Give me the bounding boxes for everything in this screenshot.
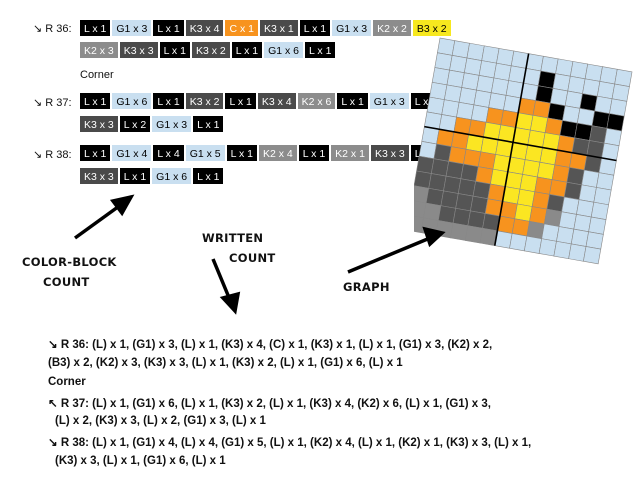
- written-line-7: (K3) x 3, (L) x 1, (G1) x 6, (L) x 1: [55, 455, 226, 467]
- color-block-k3: K3 x 3: [118, 41, 159, 59]
- written-count-label: WRITTEN: [202, 231, 264, 245]
- graph-label: GRAPH: [343, 280, 390, 294]
- color-block-c: C x 1: [224, 19, 259, 37]
- color-block-g1: G1 x 3: [111, 19, 153, 37]
- color-block-l: L x 1: [79, 19, 112, 37]
- graph-center-line: [493, 53, 530, 246]
- written-line-4: ↖ R 37: (L) x 1, (G1) x 6, (L) x 1, (K3)…: [48, 398, 491, 410]
- color-block-l: L x 1: [79, 144, 112, 162]
- color-block-l: L x 1: [192, 167, 225, 185]
- color-block-g1: G1 x 6: [111, 92, 153, 110]
- color-block-l: L x 1: [152, 19, 185, 37]
- color-block-l: L x 1: [298, 19, 332, 37]
- color-block-g1: G1 x 6: [151, 167, 193, 185]
- row-38-label: ↘ R 38:: [33, 149, 72, 161]
- color-block-l: L x 1: [152, 92, 185, 110]
- color-block-l: L x 1: [225, 144, 258, 162]
- color-block-g1: G1 x 5: [184, 144, 226, 162]
- color-block-arrowhead: [109, 194, 135, 217]
- color-block-k2: K2 x 2: [372, 19, 412, 37]
- color-block-l: L x 2: [118, 115, 152, 133]
- color-block-g1: G1 x 3: [331, 19, 373, 37]
- color-block-k2: K2 x 1: [330, 144, 370, 162]
- color-block-k3: K3 x 2: [184, 92, 225, 110]
- color-block-k3: K3 x 4: [184, 19, 225, 37]
- color-block-l: L x 1: [224, 92, 257, 110]
- written-line-5: (L) x 2, (K3) x 3, (L) x 2, (G1) x 3, (L…: [55, 415, 266, 427]
- color-block-k3: K3 x 3: [79, 115, 119, 133]
- color-block-k2: K2 x 6: [296, 92, 337, 110]
- color-block-l: L x 1: [297, 144, 331, 162]
- graph-cell: [583, 246, 602, 265]
- color-block-l: L x 1: [230, 41, 264, 59]
- color-block-l: L x 1: [79, 92, 112, 110]
- color-block-k3: K3 x 2: [190, 41, 231, 59]
- row-36-label: ↘ R 36:: [33, 23, 72, 35]
- color-block-g1: G1 x 3: [368, 92, 410, 110]
- color-block-k3: K3 x 4: [256, 92, 297, 110]
- knitting-graph: [414, 37, 633, 265]
- row-37-label: ↘ R 37:: [33, 97, 72, 109]
- color-block-k3: K3 x 3: [369, 144, 410, 162]
- color-block-arrow: [73, 202, 124, 240]
- written-arrow: [211, 258, 232, 301]
- color-block-l: L x 1: [118, 167, 152, 185]
- written-line-3: Corner: [48, 376, 86, 388]
- color-block-g1: G1 x 4: [111, 144, 153, 162]
- corner-label: Corner: [80, 69, 114, 81]
- written-arrowhead: [219, 291, 241, 315]
- graph-arrowhead: [422, 226, 446, 248]
- color-block-g1: G1 x 6: [263, 41, 305, 59]
- color-block-l: L x 1: [158, 41, 191, 59]
- written-line-1: ↘ R 36: (L) x 1, (G1) x 3, (L) x 1, (K3)…: [48, 339, 493, 351]
- color-block-l: L x 1: [336, 92, 369, 110]
- color-block-l: L x 1: [192, 115, 225, 133]
- color-block-g1: G1 x 3: [151, 115, 193, 133]
- graph-arrow: [347, 236, 431, 274]
- color-block-k3: K3 x 1: [258, 19, 299, 37]
- graph-center-line: [424, 125, 617, 162]
- color-block-l: L x 4: [152, 144, 185, 162]
- color-block-count-label: COLOR-BLOCK: [22, 255, 117, 269]
- written-line-6: ↘ R 38: (L) x 1, (G1) x 4, (L) x 4, (G1)…: [48, 437, 532, 449]
- color-block-k2: K2 x 4: [258, 144, 298, 162]
- written-count-label-2: COUNT: [229, 251, 276, 265]
- color-block-k3: K3 x 3: [79, 167, 119, 185]
- color-block-b3: B3 x 2: [411, 19, 452, 37]
- color-block-l: L x 1: [304, 41, 337, 59]
- color-block-count-label-2: COUNT: [43, 275, 90, 289]
- color-block-k2: K2 x 3: [79, 41, 119, 59]
- written-line-2: (B3) x 2, (K2) x 3, (K3) x 3, (L) x 1, (…: [48, 357, 403, 369]
